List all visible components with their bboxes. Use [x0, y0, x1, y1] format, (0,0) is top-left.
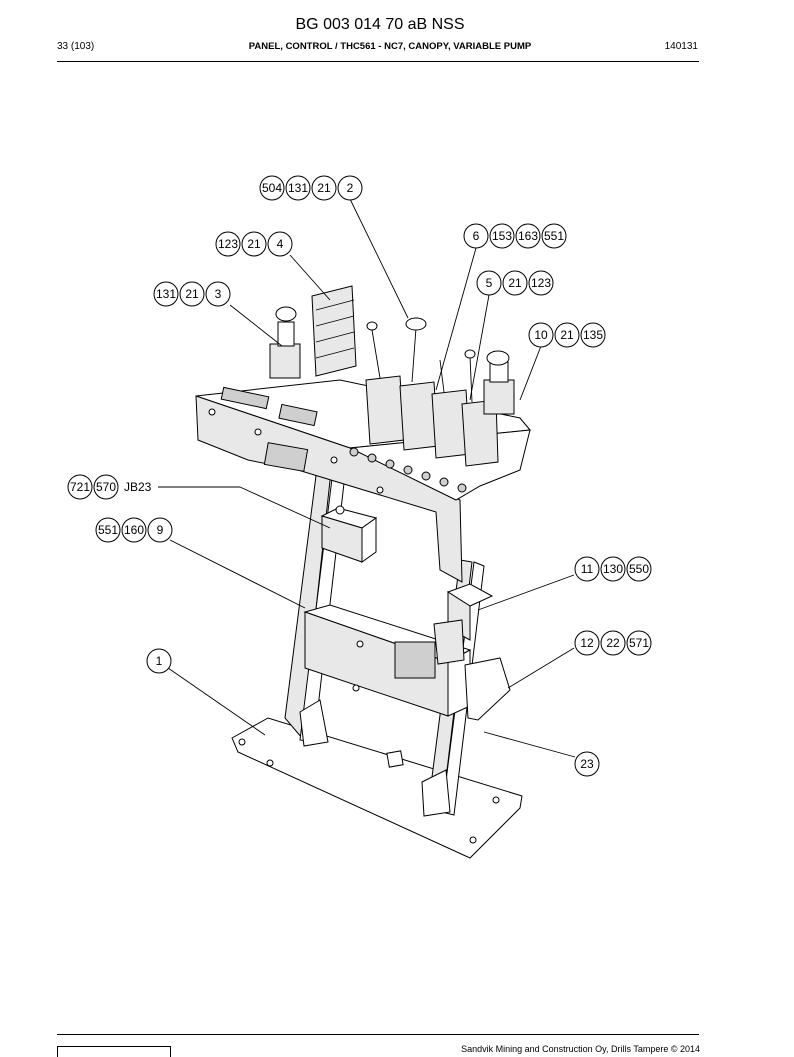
callout-num: 12 — [580, 636, 594, 650]
callout-num: 123 — [531, 276, 551, 290]
footer-rule — [57, 1034, 699, 1035]
callout-num: 23 — [580, 757, 594, 771]
callout-4: 123 21 4 — [215, 231, 293, 257]
page-title: PANEL, CONTROL / THC561 - NC7, CANOPY, V… — [248, 41, 532, 52]
callout-num: 570 — [96, 480, 116, 494]
callout-num: 6 — [473, 229, 480, 243]
rocker-switches — [311, 285, 357, 377]
callout-2: 504 131 21 2 — [259, 175, 363, 201]
callout-num: 504 — [262, 181, 282, 195]
callout-num: 4 — [277, 237, 284, 251]
valve-block — [433, 583, 511, 721]
callout-num: 22 — [606, 636, 620, 650]
sandvik-logo — [57, 1046, 171, 1057]
callout-1: 1 — [146, 648, 172, 674]
callout-num: 2 — [347, 181, 354, 195]
callout-num: 1 — [156, 654, 163, 668]
callout-num: 571 — [629, 636, 649, 650]
callout-num: 131 — [288, 181, 308, 195]
callout-9: 551 160 9 — [95, 517, 173, 543]
callout-num: 11 — [581, 562, 594, 576]
callout-num: 721 — [70, 480, 90, 494]
callout-5: 5 21 123 — [476, 270, 554, 296]
callout-num: 551 — [544, 229, 564, 243]
callout-num: 130 — [603, 562, 623, 576]
callout-num: 131 — [156, 287, 176, 301]
callout-num: 9 — [157, 523, 164, 537]
callout-num: 10 — [534, 328, 548, 342]
joystick-modules — [365, 317, 499, 467]
callout-num: 551 — [98, 523, 118, 537]
mounting-bracket — [303, 604, 472, 717]
date-code: 140131 — [664, 41, 698, 52]
page-number: 33 (103) — [57, 41, 95, 52]
callout-6: 6 153 163 551 — [463, 223, 567, 249]
emergency-stop-right — [483, 350, 515, 415]
leader-lines — [158, 198, 576, 758]
callout-num: 21 — [508, 276, 522, 290]
junction-box — [320, 505, 378, 563]
emergency-stop-left — [269, 306, 301, 379]
callout-num: 5 — [486, 276, 493, 290]
callout-11: 11 130 550 — [574, 556, 652, 582]
switch-row — [349, 447, 467, 493]
callout-label-jb23: JB23 — [124, 480, 152, 494]
callout-num: 135 — [583, 328, 603, 342]
callout-10: 10 21 135 — [528, 322, 606, 348]
callout-num: 163 — [518, 229, 538, 243]
callout-3: 131 21 3 — [153, 281, 231, 307]
callout-721: 721 570 — [67, 474, 119, 500]
copyright-text: Sandvik Mining and Construction Oy, Dril… — [461, 1044, 700, 1054]
callout-23: 23 — [574, 751, 600, 777]
callout-num: 21 — [317, 181, 331, 195]
base-plate — [231, 717, 523, 859]
callout-num: 3 — [215, 287, 222, 301]
callout-num: 21 — [247, 237, 261, 251]
callout-num: 160 — [124, 523, 144, 537]
callout-num: 21 — [560, 328, 574, 342]
callout-num: 153 — [492, 229, 512, 243]
header-rule — [57, 61, 699, 62]
callout-num: 550 — [629, 562, 649, 576]
callout-num: 21 — [185, 287, 199, 301]
document-number: BG 003 014 70 aB NSS — [295, 16, 465, 33]
callout-num: 123 — [218, 237, 238, 251]
callout-12: 12 22 571 — [574, 630, 652, 656]
